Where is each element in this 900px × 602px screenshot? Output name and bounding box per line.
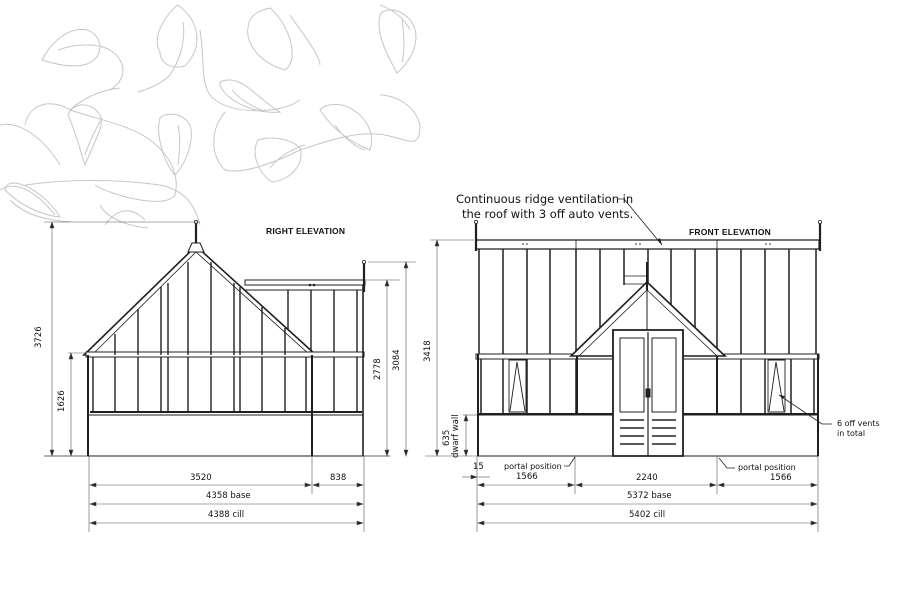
front-cill-dimension: 5402 cill	[629, 510, 666, 520]
door-handle-icon	[646, 389, 650, 397]
front-overall-height-dimension: 3418	[423, 340, 433, 362]
dwarf-wall-label: dwarf wall	[451, 414, 461, 458]
ridge-vent-note-line2: the roof with 3 off auto vents.	[462, 207, 634, 221]
right-elevation-dimensions	[44, 222, 416, 532]
overall-height-dimension: 3726	[34, 326, 44, 348]
lean-to-eaves-dimension: 2778	[373, 358, 383, 380]
right-cill-dimension: 4388 cill	[208, 510, 245, 520]
double-door	[620, 338, 676, 444]
vents-note-line1: 6 off vents	[837, 419, 880, 428]
finial-icon	[474, 220, 477, 251]
finial-icon	[818, 220, 821, 251]
lean-to-finial-dimension: 3084	[392, 349, 402, 371]
right-base-dimension: 4358 base	[206, 491, 251, 501]
front-base-dimension: 5372 base	[627, 491, 672, 501]
portal-position-right-note: portal position	[738, 463, 796, 472]
vent-window-icon	[509, 360, 526, 412]
right-elevation-drawing	[44, 220, 390, 456]
portal-width-dimension: 2240	[636, 473, 658, 483]
vents-note-line2: in total	[837, 429, 866, 438]
lean-to-span-dimension: 838	[330, 473, 347, 483]
eaves-height-dimension: 1626	[57, 390, 67, 412]
portal-position-left-note: portal position	[504, 462, 562, 471]
finial-icon	[188, 220, 204, 252]
front-elevation-dimensions	[425, 199, 832, 532]
finial-icon	[362, 260, 365, 292]
right-elevation-title: RIGHT ELEVATION	[266, 226, 346, 236]
main-span-dimension: 3520	[190, 473, 212, 483]
right-bay-dimension: 1566	[770, 473, 792, 483]
front-elevation-drawing	[474, 220, 821, 456]
left-bay-dimension: 1566	[516, 472, 538, 482]
vent-window-icon	[768, 360, 785, 412]
front-elevation-title: FRONT ELEVATION	[689, 227, 772, 237]
offset-dimension: 15	[473, 462, 484, 472]
leaf-pattern-decoration	[0, 5, 420, 228]
ridge-vent-note-line1: Continuous ridge ventilation in	[456, 192, 634, 206]
